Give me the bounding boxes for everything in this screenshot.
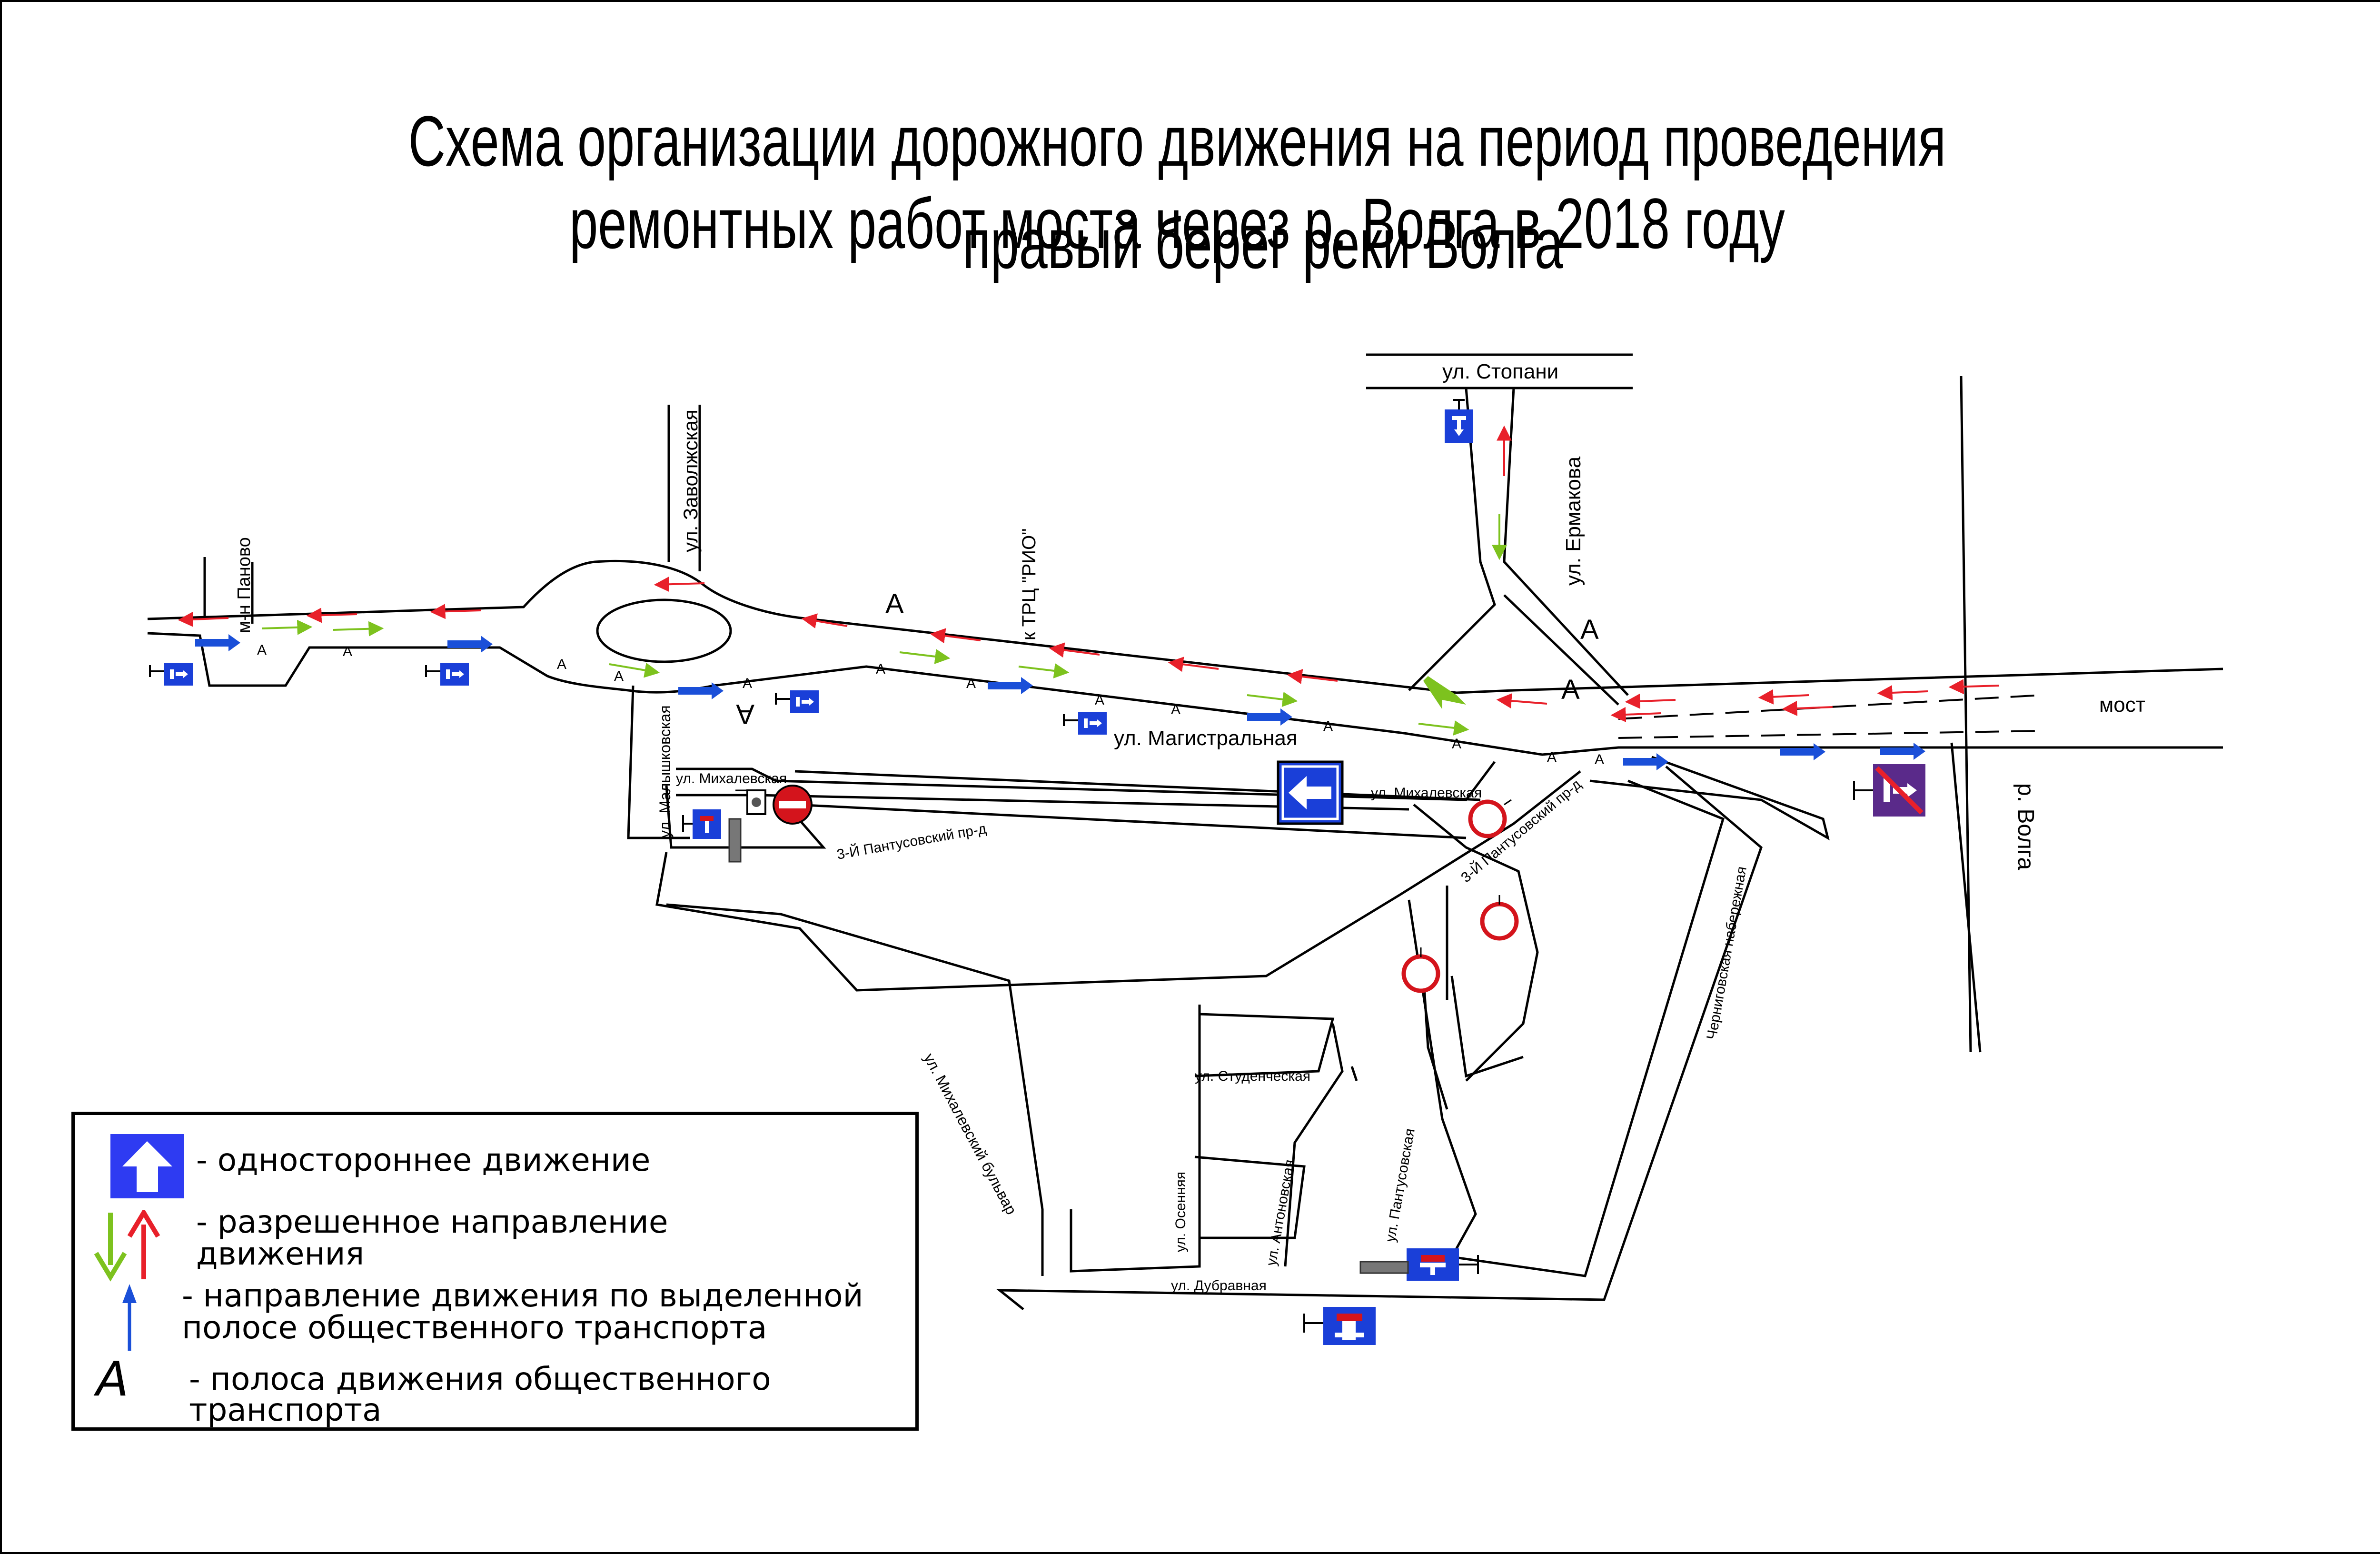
svg-text:А: А [257,642,267,658]
label-antonovskaya: ул. Антоновская [1263,1158,1298,1267]
letter-a-icon: А [96,1351,129,1407]
legend-one-way: - одностороннее движение [196,1142,651,1178]
legend-bus-lane-2: транспорта [189,1392,382,1428]
label-osennyaya: ул. Осенняя [1173,1172,1189,1252]
road-network [147,353,2223,1310]
one-way-sign-map [1277,760,1344,825]
dead-end-signs [682,809,1479,1345]
bus-lane-sign [425,663,469,686]
legend-box: - одностороннее движение - разрешенное н… [71,1112,919,1431]
end-bus-lane-sign [1853,764,1925,817]
bridge-divider [1618,694,2043,739]
label-ermakova: ул. Ермакова [1562,456,1585,586]
label-cherninskaya: Черниговская набережная [1704,865,1750,1041]
legend-allowed-2: движения [196,1235,365,1272]
label-volga: р. Волга [2013,783,2038,870]
blue-arrow-icon [122,1284,137,1351]
label-dubravnaya: ул. Дубравная [1171,1278,1267,1294]
no-entry-sign [773,785,813,825]
bus-lane-letters: А А А А А А А А А А А А А [257,642,1604,767]
label-pantusovskaya: ул. Пантусовская [1382,1127,1418,1243]
svg-text:А: А [966,676,976,691]
svg-text:А: А [343,644,352,659]
blue-bus-lane-arrows [195,634,1925,770]
label-mikhalevskaya-right: ул. Михалевская [1371,785,1482,801]
big-lane-letters: А А А А [736,588,1599,729]
label-most: мост [2099,693,2145,717]
direction-arrows-icon [94,1210,160,1282]
svg-text:А: А [885,588,904,619]
label-zavolzhskaya: ул. Заволжская [679,409,702,552]
label-mikhalevsky-bulvar: ул. Михалевский бульвар [921,1050,1020,1217]
label-mikhalevskaya-left: ул. Михалевская [676,771,787,787]
svg-text:А: А [736,698,754,729]
bus-lane-sign [1445,399,1473,443]
svg-text:А: А [614,668,624,684]
svg-text:А: А [1561,674,1580,705]
svg-text:А: А [743,676,752,691]
traffic-light-icon [735,789,766,815]
svg-text:А: А [1095,692,1104,708]
bus-lane-sign [775,690,819,713]
svg-text:А: А [1171,702,1180,717]
no-traffic-sign-posts [1420,799,1512,957]
label-pantusovsky-left: 3-Й Пантусовский пр-д [835,820,987,863]
svg-text:А: А [1580,614,1599,645]
map-title: Схема организации дорожного движения на … [408,101,1946,263]
label-panovo: м-н Паново [234,537,254,633]
svg-text:А: А [1452,736,1461,752]
label-malyshkovskaya: ул. Малышковская [656,705,674,838]
road-barriers [728,818,1409,1274]
bus-lane-sign [149,663,193,686]
legend-bus-lane-1: - полоса движения общественного [189,1361,771,1397]
label-studencheskaya: ул. Студенческая [1195,1068,1310,1084]
bus-lane-signs [149,399,1473,735]
svg-text:А: А [557,657,566,672]
legend-bus-dir-1: - направление движения по выделенной [182,1277,863,1314]
one-way-arrow-icon [110,1134,184,1198]
red-direction-arrows [178,425,2000,722]
label-trc-rio: к ТРЦ "РИО" [1019,528,1040,640]
legend-bus-dir-2: полосе общественного транспорта [182,1309,767,1346]
svg-text:А: А [1547,749,1557,765]
svg-text:А: А [1595,752,1604,767]
bus-lane-sign [1063,712,1107,735]
no-traffic-signs [1401,799,1519,993]
svg-text:А: А [1323,718,1333,734]
green-turn-arrow [1423,676,1466,709]
svg-text:А: А [876,661,885,677]
label-stopani: ул. Стопани [1442,360,1558,383]
map-subtitle: правый берег реки Волга [962,203,1563,283]
legend-allowed-1: - разрешенное направление [196,1204,668,1240]
green-direction-arrows [261,514,1507,736]
label-magistralnaya: ул. Магистральная [1114,727,1298,750]
